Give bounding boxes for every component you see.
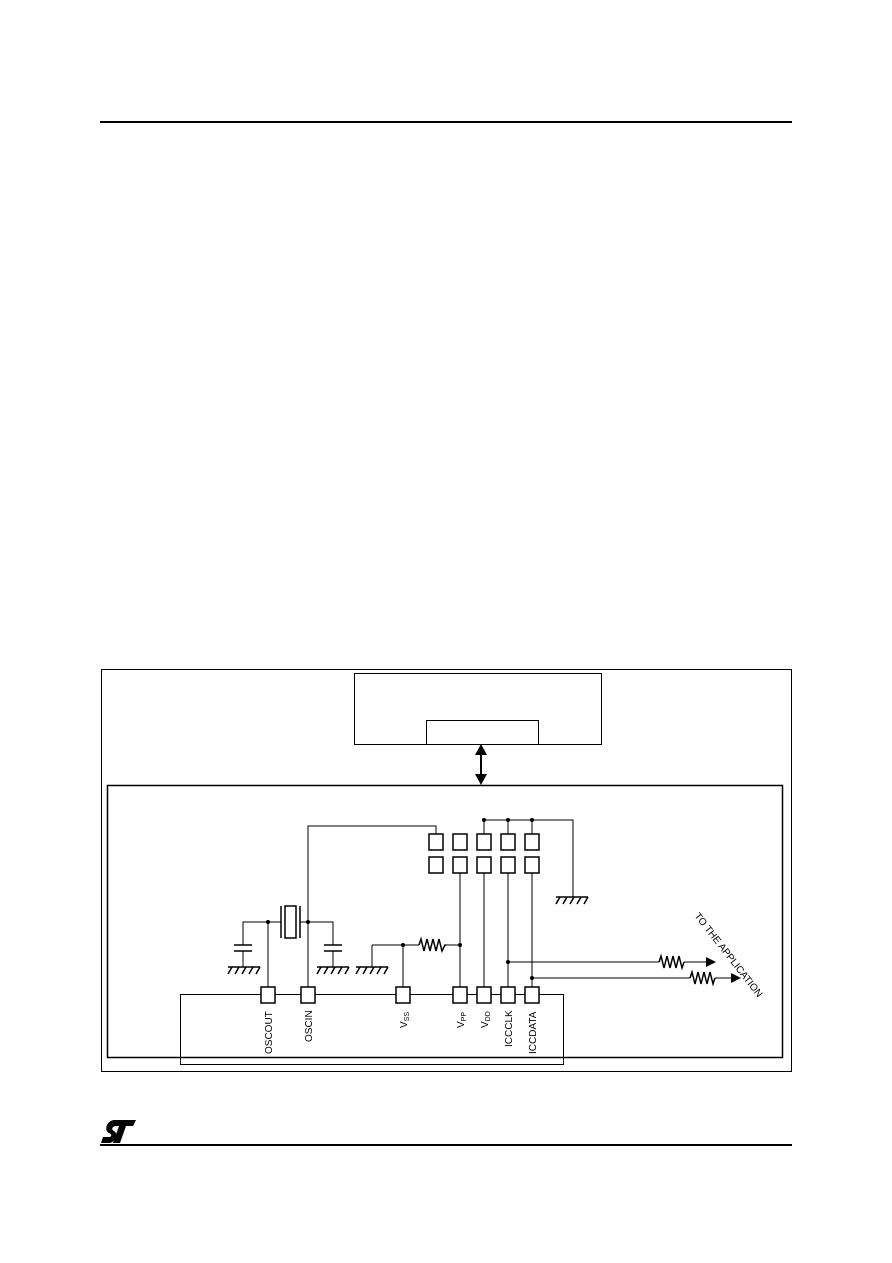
- pin-oscin: [300, 986, 316, 1004]
- iccdata-resistor-icon: [689, 969, 716, 987]
- application-board: [106, 784, 784, 1059]
- icc-connector-header: [428, 833, 540, 874]
- bidirectional-arrow-icon: [475, 744, 487, 785]
- to-application-label: TO THE APPLICATION: [692, 911, 765, 1000]
- ground-icon: [555, 896, 589, 905]
- pin-label-iccclk: ICCCLK: [504, 1010, 515, 1047]
- programming-tool-box: [354, 673, 602, 745]
- ground-icon: [316, 966, 350, 975]
- pin-oscout: [260, 986, 276, 1004]
- pin-vdd: [476, 986, 492, 1004]
- iccclk-arrow-icon: [706, 957, 716, 967]
- iccdata-arrow-icon: [731, 973, 741, 983]
- iccclk-resistor-icon: [658, 953, 685, 971]
- st-logo-icon: [101, 1120, 136, 1143]
- pin-vpp: [452, 986, 468, 1004]
- footer-rule: [100, 1144, 792, 1146]
- ground-icon: [227, 966, 261, 975]
- vpp-resistor-icon: [418, 936, 446, 954]
- pin-label-oscout: OSCOUT: [264, 1011, 275, 1054]
- junction-dots: [266, 818, 534, 980]
- crystal-icon: [280, 905, 301, 939]
- pin-label-vpp: VPP: [456, 1012, 468, 1028]
- pin-label-iccdata: ICCDATA: [528, 1011, 539, 1054]
- pin-iccclk: [500, 986, 516, 1004]
- pin-label-vss: VSS: [399, 1012, 411, 1028]
- ground-icon: [355, 966, 389, 975]
- microcontroller-box: [180, 994, 564, 1065]
- figure-frame: [101, 669, 792, 1072]
- pin-label-oscin: OSCIN: [304, 1010, 315, 1042]
- tool-connector: [426, 720, 539, 745]
- pin-vss: [395, 986, 411, 1004]
- pin-label-vdd: VDD: [480, 1011, 492, 1028]
- header-rule: [100, 121, 792, 123]
- capacitor-right-icon: [324, 944, 342, 952]
- capacitor-left-icon: [234, 944, 252, 952]
- pin-iccdata: [524, 986, 540, 1004]
